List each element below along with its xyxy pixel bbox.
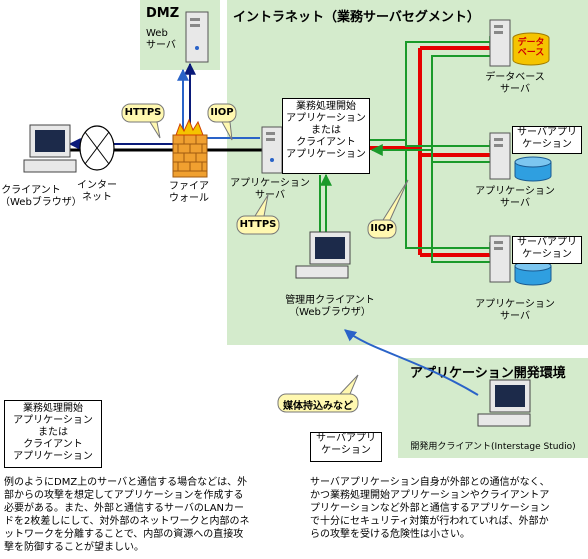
admin-client-label: 管理用クライアント （Webブラウザ） (275, 295, 385, 319)
legend-srv-text-line2: かつ業務処理開始アプリケーションやクライアントア (310, 490, 550, 501)
legend-biz-text-line4: ドを2枚差しにして、対外部のネットワークと内部のネ (4, 516, 250, 527)
db-label-line1: データ (517, 38, 545, 48)
legend-srv-box: サーバアプリ ケーション (310, 432, 382, 462)
firewall-label-line1: ファイア (169, 181, 209, 192)
app-server-label-line1: アプリケーション (230, 178, 310, 189)
legend-biz-line5: アプリケーション (13, 451, 93, 462)
biz-app-line5: アプリケーション (286, 149, 366, 160)
app-server-label: アプリケーション サーバ (220, 178, 320, 202)
db-label: データ ベース (516, 38, 546, 58)
legend-srv-text-line4: で十分にセキュリティ対策が行われていれば、外部か (310, 516, 549, 527)
web-server-label-line2: サーバ (146, 40, 176, 51)
legend-srv-text-line3: プリケーションなど外部と通信するアプリケーション (310, 503, 550, 514)
server-app-box-2-line2: ケーション (522, 249, 572, 260)
biz-app-line2: アプリケーション (286, 113, 366, 124)
dev-arrow (344, 329, 479, 396)
admin-pc-icon (295, 231, 351, 279)
legend-srv-text-line5: らの攻撃を受ける危険性は小さい。 (310, 529, 470, 540)
server-app-box-2: サーバアプリ ケーション (512, 236, 582, 264)
db-label-line2: ベース (517, 48, 545, 58)
internet-icon (79, 125, 115, 171)
app-server-icon (261, 126, 283, 174)
legend-srv-text: サーバアプリケーション自身が外部との通信がなく、 かつ業務処理開始アプリケーショ… (310, 476, 586, 541)
internet-label-line1: インター (77, 180, 117, 191)
firewall-label: ファイア ウォール (164, 181, 214, 205)
app-server2-label: アプリケーション サーバ (465, 186, 565, 210)
legend-biz-text-line2: 部からの攻撃を想定してアプリケーションを作成する (4, 490, 244, 501)
callout-iiop-1: IIOP (210, 107, 234, 118)
db-server-label: データベース サーバ (470, 72, 560, 96)
web-server-label-line1: Web (146, 28, 168, 39)
intranet-title: イントラネット（業務サーバセグメント） (233, 10, 480, 25)
server-app-box-1-line1: サーバアプリ (517, 127, 577, 138)
db-server-label-line1: データベース (485, 72, 545, 83)
callout-media: 媒体持込みなど (283, 401, 353, 412)
callout-iiop-2: IIOP (370, 223, 394, 234)
app-server2-label-line1: アプリケーション (475, 186, 555, 197)
legend-biz-line2: アプリケーション (13, 415, 93, 426)
legend-srv-text-line1: サーバアプリケーション自身が外部との通信がなく、 (310, 477, 550, 488)
legend-biz-line4: クライアント (23, 439, 83, 450)
server-app-box-1-line2: ケーション (522, 139, 572, 150)
dev-pc-icon (477, 379, 531, 427)
legend-biz-text-line3: 必要がある。また、外部と通信するサーバのLANカー (4, 503, 245, 514)
biz-app-box: 業務処理開始 アプリケーション または クライアント アプリケーション (282, 98, 370, 174)
client-pc-icon (23, 124, 77, 173)
app-server3-label-line2: サーバ (500, 311, 530, 322)
server-app-box-1: サーバアプリ ケーション (512, 126, 582, 154)
legend-srv-line1: サーバアプリ (316, 433, 376, 444)
client-label-line1: クライアント (1, 185, 61, 196)
web-server-icon (185, 11, 209, 63)
client-label-line2: （Webブラウザ） (0, 197, 82, 208)
firewall-label-line2: ウォール (169, 193, 209, 204)
biz-app-line4: クライアント (296, 137, 356, 148)
legend-biz-line1: 業務処理開始 (23, 403, 83, 414)
dev-title: アプリケーション開発環境 (410, 366, 566, 381)
db-server-icon (489, 19, 550, 67)
callout-shapes (121, 103, 409, 413)
admin-client-label-line1: 管理用クライアント (285, 295, 375, 306)
legend-srv-line2: ケーション (321, 445, 371, 456)
legend-biz-text-line1: 例のようにDMZ上のサーバと通信する場合などは、外 (4, 477, 248, 488)
legend-biz-text-line5: ットワークを分離することで、内部の資源への直接攻 (4, 529, 244, 540)
legend-biz-text-line6: 撃を防御することが望ましい。 (4, 542, 144, 553)
firewall-icon (172, 118, 208, 178)
app-server3-label: アプリケーション サーバ (465, 299, 565, 323)
dev-client-label: 開発用クライアント(Interstage Studio) (410, 442, 576, 452)
admin-client-label-line2: （Webブラウザ） (289, 307, 371, 318)
biz-app-line3: または (311, 125, 341, 136)
db-server-label-line2: サーバ (500, 84, 530, 95)
callout-https-1: HTTPS (124, 107, 162, 118)
client-label: クライアント （Webブラウザ） (0, 185, 82, 209)
callout-https-2: HTTPS (239, 219, 277, 230)
app-server2-label-line2: サーバ (500, 198, 530, 209)
internet-label-line2: ネット (82, 192, 112, 203)
biz-app-line1: 業務処理開始 (296, 101, 356, 112)
server-app-box-2-line1: サーバアプリ (517, 237, 577, 248)
legend-biz-line3: または (38, 427, 68, 438)
internet-label: インター ネット (77, 180, 117, 204)
dmz-title: DMZ (146, 6, 180, 21)
legend-biz-text: 例のようにDMZ上のサーバと通信する場合などは、外 部からの攻撃を想定してアプリ… (4, 476, 294, 554)
app-server-label-line2: サーバ (255, 190, 285, 201)
legend-biz-box: 業務処理開始 アプリケーション または クライアント アプリケーション (4, 400, 102, 468)
app-server2-icon (489, 132, 552, 182)
app-server3-label-line1: アプリケーション (475, 299, 555, 310)
web-server-label: Web サーバ (146, 28, 182, 52)
